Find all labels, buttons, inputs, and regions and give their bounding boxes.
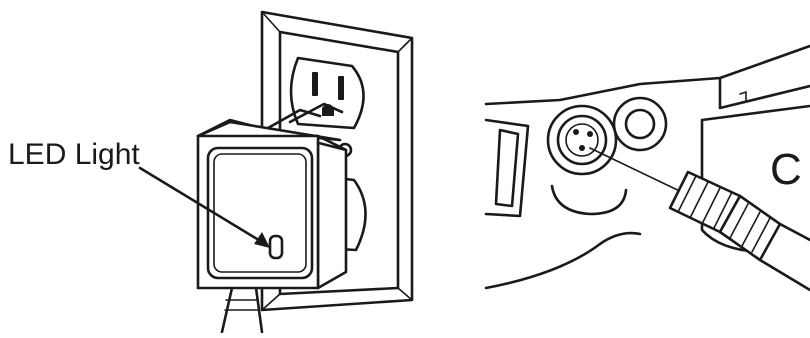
device-marking-letter: C: [770, 148, 802, 192]
dc-power-jack-icon: [548, 98, 666, 174]
led-light-label: LED Light: [8, 140, 140, 170]
